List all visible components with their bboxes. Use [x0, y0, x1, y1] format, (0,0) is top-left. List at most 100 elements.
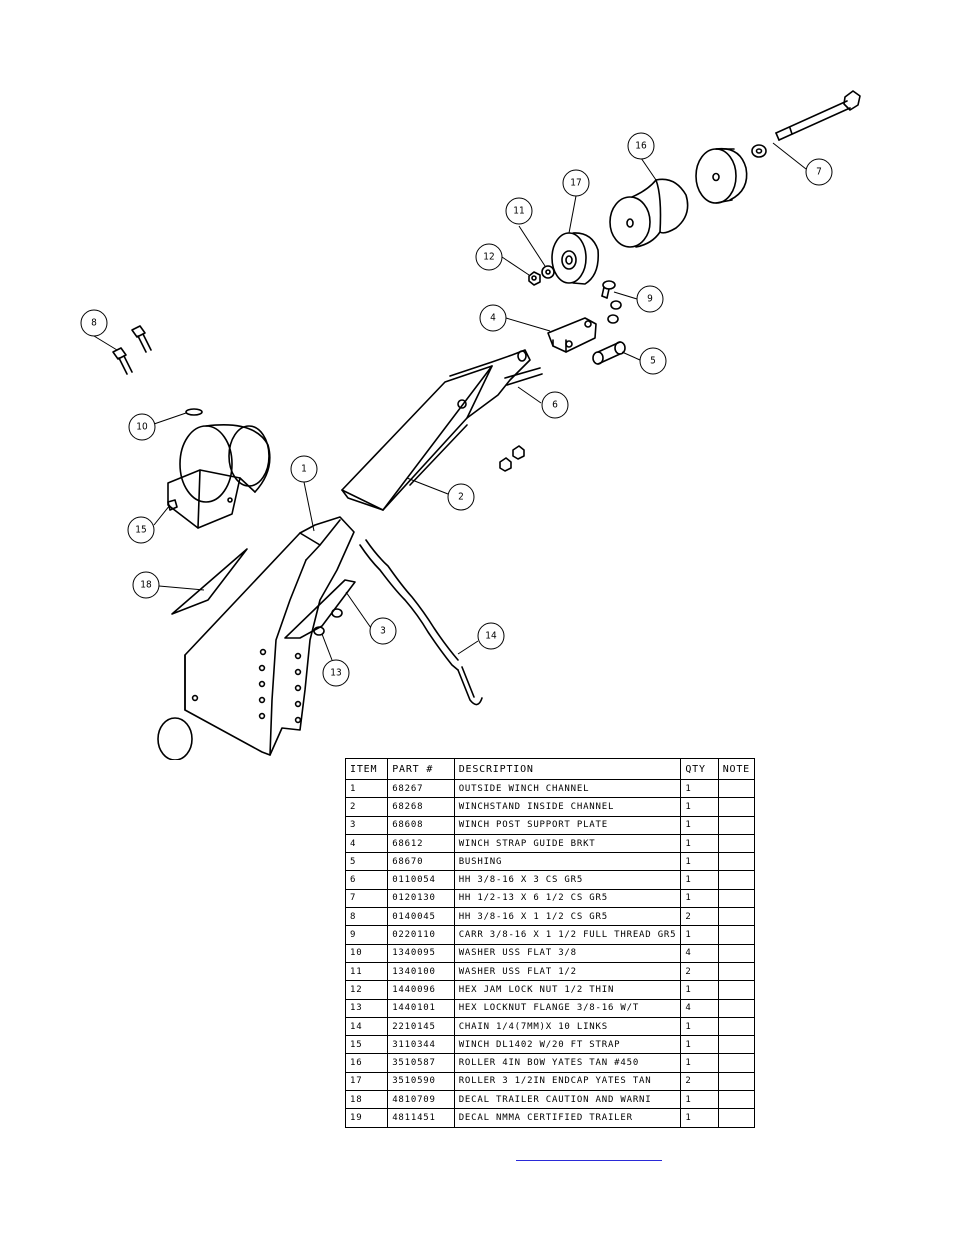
- bom-cell-part: 2210145: [387, 1016, 455, 1037]
- bom-cell-note: [717, 943, 756, 963]
- bom-cell-description: DECAL NMMA CERTIFIED TRAILER: [453, 1108, 682, 1128]
- bom-cell-item: 8: [344, 907, 389, 927]
- bom-cell-note: [717, 998, 756, 1018]
- callout-balloon-9: [636, 285, 664, 313]
- bom-cell-qty: 1: [680, 1016, 719, 1037]
- bom-cell-part: 1440101: [387, 998, 455, 1018]
- exploded-parts-diagram: 1 2 3 4 5 6 7 8 9 10 11 12 13 14 15 16 1…: [80, 90, 861, 760]
- bom-cell-description: CHAIN 1/4(7MM)X 10 LINKS: [453, 1016, 682, 1037]
- bom-cell-item: 12: [344, 980, 389, 1000]
- bom-cell-qty: 1: [680, 778, 719, 799]
- callout-balloon-7: [805, 158, 833, 186]
- bom-cell-qty: 1: [680, 1035, 719, 1055]
- bom-cell-description: WASHER USS FLAT 3/8: [453, 943, 682, 963]
- bow-roller-part: [609, 178, 689, 248]
- bom-cell-part: 1440096: [387, 980, 455, 1000]
- bom-cell-note: [717, 961, 756, 982]
- bom-cell-item: 1: [344, 778, 389, 799]
- callout-balloon-8: [80, 309, 108, 337]
- bom-cell-note: [717, 1035, 756, 1055]
- bom-cell-qty: 4: [680, 943, 719, 963]
- bom-cell-part: 68268: [387, 797, 455, 817]
- bom-cell-note: [717, 1016, 756, 1037]
- bom-cell-note: [717, 797, 756, 817]
- callout-label-2: 2: [458, 492, 464, 503]
- bom-cell-note: [717, 907, 756, 927]
- bom-cell-part: 68612: [387, 833, 455, 854]
- callout-label-11: 11: [513, 206, 524, 217]
- callout-balloon-6: [541, 391, 569, 419]
- footer-link[interactable]: [516, 1149, 662, 1161]
- callout-balloon-10: [128, 413, 156, 441]
- callout-label-1: 1: [301, 464, 307, 475]
- bom-cell-qty: 2: [680, 961, 719, 982]
- callout-balloon-18: [132, 571, 160, 599]
- callout-balloon-13: [322, 659, 350, 687]
- bom-cell-description: ROLLER 3 1/2IN ENDCAP YATES TAN: [453, 1071, 682, 1092]
- bom-cell-part: 1340100: [387, 961, 455, 982]
- callout-balloon-5: [639, 347, 667, 375]
- bom-header-qty: QTY: [680, 758, 719, 780]
- callout-label-12: 12: [483, 252, 494, 263]
- bom-cell-item: 5: [344, 852, 389, 872]
- bom-cell-qty: 4: [680, 998, 719, 1018]
- strap-guide-bracket-part: [547, 317, 597, 353]
- bom-cell-qty: 1: [680, 1090, 719, 1110]
- bom-cell-qty: 1: [680, 833, 719, 854]
- bom-cell-part: 68670: [387, 852, 455, 872]
- washer-part: [751, 144, 767, 158]
- bom-cell-item: 10: [344, 943, 389, 963]
- bom-header-description: DESCRIPTION: [453, 758, 682, 780]
- bom-cell-qty: 1: [680, 870, 719, 890]
- callout-balloon-4: [479, 304, 507, 332]
- callout-label-4: 4: [490, 313, 496, 324]
- bom-cell-part: 0110054: [387, 870, 455, 890]
- bom-cell-note: [717, 815, 756, 835]
- bom-cell-item: 19: [344, 1108, 389, 1128]
- bom-cell-description: ROLLER 4IN BOW YATES TAN #450: [453, 1053, 682, 1073]
- bom-cell-item: 6: [344, 870, 389, 890]
- bom-cell-item: 11: [344, 961, 389, 982]
- callout-label-9: 9: [647, 294, 653, 305]
- bom-cell-note: [717, 778, 756, 799]
- bom-header-part: PART #: [387, 758, 455, 780]
- callout-balloon-14: [477, 622, 505, 650]
- bom-cell-note: [717, 870, 756, 890]
- bom-cell-description: WINCHSTAND INSIDE CHANNEL: [453, 797, 682, 817]
- callout-balloon-11: [505, 197, 533, 225]
- callout-label-18: 18: [140, 580, 152, 591]
- flange-nut-part: [499, 445, 525, 472]
- bom-cell-item: 7: [344, 888, 389, 909]
- carriage-bolt-part: [601, 280, 622, 324]
- bolts-pair-part: [112, 325, 152, 375]
- decal-nmma-part: [157, 717, 193, 760]
- callout-label-6: 6: [552, 400, 558, 411]
- callout-balloon-17: [562, 169, 590, 197]
- callout-balloon-1: [290, 455, 318, 483]
- bom-cell-note: [717, 925, 756, 945]
- winch-part: [167, 424, 271, 529]
- bom-header-item: ITEM: [344, 758, 389, 780]
- bom-cell-part: 3510587: [387, 1053, 455, 1073]
- bom-cell-description: HH 3/8-16 X 1 1/2 CS GR5: [453, 907, 682, 927]
- bom-cell-item: 4: [344, 833, 389, 854]
- bom-cell-part: 0220110: [387, 925, 455, 945]
- bom-cell-item: 16: [344, 1053, 389, 1073]
- callout-balloon-2: [447, 483, 475, 511]
- bom-cell-description: CARR 3/8-16 X 1 1/2 FULL THREAD GR5: [453, 925, 682, 945]
- callout-balloon-3: [369, 617, 397, 645]
- bom-cell-description: WINCH POST SUPPORT PLATE: [453, 815, 682, 835]
- bom-cell-note: [717, 888, 756, 909]
- washer-nut-part: [528, 265, 555, 286]
- callout-label-3: 3: [380, 626, 386, 637]
